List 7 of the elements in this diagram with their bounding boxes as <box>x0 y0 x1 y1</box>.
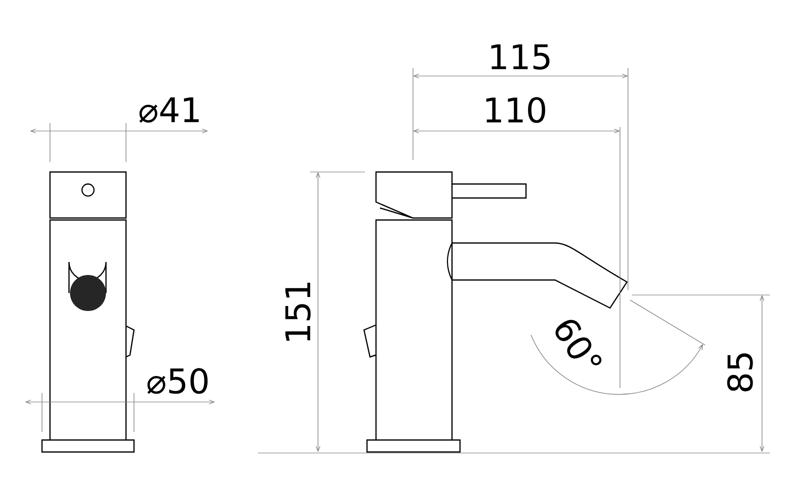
dimension-label: 60° <box>556 320 602 366</box>
dimension-label: ⌀41 <box>139 97 199 123</box>
dimension-label: ⌀50 <box>147 368 208 394</box>
dimension-label: 110 <box>486 97 546 123</box>
dimension-label: 115 <box>491 44 550 70</box>
dimension-label: 151 <box>285 282 311 341</box>
dimension-label: 85 <box>727 353 753 392</box>
